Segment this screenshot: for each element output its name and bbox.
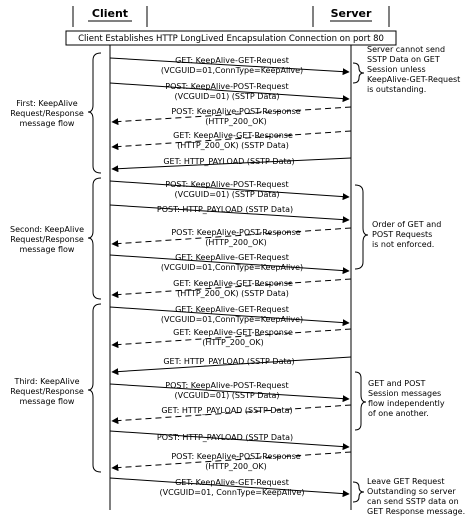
svg-text:Leave GET Request: Leave GET Request xyxy=(367,477,445,486)
message-10: GET: KeepAlive-GET-Response (HTTP_200_OK… xyxy=(111,278,352,299)
message-8: POST: KeepAlive-POST-Response (HTTP_200_… xyxy=(111,227,352,248)
message-5: GET: HTTP_PAYLOAD (SSTP Data) xyxy=(111,157,352,173)
svg-text:First: KeepAlive: First: KeepAlive xyxy=(16,99,77,108)
svg-text:can send SSTP data on: can send SSTP data on xyxy=(367,497,459,506)
svg-text:(HTTP_200_OK): (HTTP_200_OK) xyxy=(205,117,267,126)
note-server-cannot-send: Server cannot send SSTP Data on GET Sess… xyxy=(367,45,460,94)
svg-text:POST: HTTP_PAYLOAD (SSTP Data): POST: HTTP_PAYLOAD (SSTP Data) xyxy=(157,205,293,214)
svg-text:is not enforced.: is not enforced. xyxy=(372,240,434,249)
svg-text:POST: KeepAlive-POST-Request: POST: KeepAlive-POST-Request xyxy=(165,381,288,390)
svg-text:POST: KeepAlive-POST-Response: POST: KeepAlive-POST-Response xyxy=(171,452,300,461)
svg-text:is outstanding.: is outstanding. xyxy=(367,85,426,94)
svg-text:(VCGUID=01,ConnType=KeepAlive): (VCGUID=01,ConnType=KeepAlive) xyxy=(161,263,303,272)
message-17: POST: KeepAlive-POST-Response (HTTP_200_… xyxy=(111,451,352,472)
svg-text:Request/Response: Request/Response xyxy=(10,235,84,244)
message-1: GET: KeepAlive-GET-Request (VCGUID=01,Co… xyxy=(109,56,350,76)
note-brace-3 xyxy=(354,371,367,431)
svg-text:POST: KeepAlive-POST-Request: POST: KeepAlive-POST-Request xyxy=(165,180,288,189)
message-2: POST: KeepAlive-POST-Request (VCGUID=01)… xyxy=(109,82,350,103)
svg-text:GET: KeepAlive-GET-Response: GET: KeepAlive-GET-Response xyxy=(173,279,293,288)
svg-text:GET: KeepAlive-GET-Response: GET: KeepAlive-GET-Response xyxy=(173,328,293,337)
svg-text:(VCGUID=01) (SSTP Data): (VCGUID=01) (SSTP Data) xyxy=(174,391,279,400)
message-6: POST: KeepAlive-POST-Request (VCGUID=01)… xyxy=(109,180,350,201)
note-brace-4 xyxy=(352,481,365,503)
message-9: GET: KeepAlive-GET-Request (VCGUID=01,Co… xyxy=(109,253,350,275)
svg-text:Request/Response: Request/Response xyxy=(10,109,84,118)
svg-text:Second: KeepAlive: Second: KeepAlive xyxy=(10,225,84,234)
svg-text:GET: KeepAlive-GET-Request: GET: KeepAlive-GET-Request xyxy=(175,56,289,65)
svg-text:Outstanding so server: Outstanding so server xyxy=(367,487,456,496)
svg-text:KeepAlive-GET-Request: KeepAlive-GET-Request xyxy=(367,75,460,84)
svg-text:GET Response message.: GET Response message. xyxy=(367,507,465,516)
svg-text:POST: HTTP_PAYLOAD (SSTP Data): POST: HTTP_PAYLOAD (SSTP Data) xyxy=(157,433,293,442)
message-12: GET: KeepAlive-GET-Response (HTTP_200_OK… xyxy=(111,328,352,349)
message-11: GET: KeepAlive-GET-Request (VCGUID=01,Co… xyxy=(109,305,350,327)
svg-text:Request/Response: Request/Response xyxy=(10,387,84,396)
svg-text:message flow: message flow xyxy=(20,245,75,254)
server-header-label: Server xyxy=(331,7,372,20)
note-brace-2 xyxy=(354,184,369,270)
message-7: POST: HTTP_PAYLOAD (SSTP Data) xyxy=(109,204,350,224)
svg-text:message flow: message flow xyxy=(20,119,75,128)
svg-text:GET: HTTP_PAYLOAD (SSTP Data): GET: HTTP_PAYLOAD (SSTP Data) xyxy=(163,357,294,366)
svg-text:GET: KeepAlive-GET-Request: GET: KeepAlive-GET-Request xyxy=(175,253,289,262)
message-14: POST: KeepAlive-POST-Request (VCGUID=01)… xyxy=(109,381,350,403)
svg-text:GET: HTTP_PAYLOAD (SSTP Data): GET: HTTP_PAYLOAD (SSTP Data) xyxy=(161,406,292,415)
flow-brace-third xyxy=(87,303,102,473)
svg-text:GET: KeepAlive-GET-Response: GET: KeepAlive-GET-Response xyxy=(173,131,293,140)
message-18: GET: KeepAlive-GET-Request (VCGUID=01, C… xyxy=(109,477,350,498)
note-leave-get-outstanding: Leave GET Request Outstanding so server … xyxy=(367,477,465,516)
svg-text:Session unless: Session unless xyxy=(367,65,426,74)
svg-text:message flow: message flow xyxy=(20,397,75,406)
svg-text:(HTTP_200_OK): (HTTP_200_OK) xyxy=(205,238,267,247)
svg-text:(VCGUID=01,ConnType=KeepAlive): (VCGUID=01,ConnType=KeepAlive) xyxy=(161,66,303,75)
svg-text:GET and POST: GET and POST xyxy=(368,379,425,388)
message-16: POST: HTTP_PAYLOAD (SSTP Data) xyxy=(109,430,350,451)
svg-text:(VCGUID=01, ConnType=KeepAlive: (VCGUID=01, ConnType=KeepAlive) xyxy=(160,488,305,497)
flow-brace-second xyxy=(87,177,102,300)
flow-label-first: First: KeepAlive Request/Response messag… xyxy=(10,99,84,128)
svg-text:(HTTP_200_OK) (SSTP Data): (HTTP_200_OK) (SSTP Data) xyxy=(177,289,289,298)
svg-text:(HTTP_200_OK): (HTTP_200_OK) xyxy=(205,462,267,471)
flow-brace-first xyxy=(87,52,102,174)
note-order-not-enforced: Order of GET and POST Requests is not en… xyxy=(372,220,441,249)
server-lifeline-header: Server xyxy=(312,6,390,27)
svg-text:of one another.: of one another. xyxy=(368,409,429,418)
client-lifeline-header: Client xyxy=(72,6,148,27)
svg-text:(VCGUID=01) (SSTP Data): (VCGUID=01) (SSTP Data) xyxy=(174,190,279,199)
client-header-label: Client xyxy=(92,7,128,20)
svg-text:Third: KeepAlive: Third: KeepAlive xyxy=(14,377,80,386)
svg-text:POST Requests: POST Requests xyxy=(372,230,432,239)
svg-text:GET: KeepAlive-GET-Request: GET: KeepAlive-GET-Request xyxy=(175,305,289,314)
svg-text:Server cannot send: Server cannot send xyxy=(367,45,445,54)
svg-text:flow independently: flow independently xyxy=(368,399,445,408)
svg-text:(VCGUID=01,ConnType=KeepAlive): (VCGUID=01,ConnType=KeepAlive) xyxy=(161,315,303,324)
connection-banner: Client Establishes HTTP LongLived Encaps… xyxy=(65,30,397,46)
message-3: POST: KeepAlive-POST-Response (HTTP_200_… xyxy=(111,106,352,126)
svg-text:(HTTP_200_OK): (HTTP_200_OK) xyxy=(202,338,264,347)
banner-text: Client Establishes HTTP LongLived Encaps… xyxy=(78,34,384,44)
svg-text:(HTTP_200_OK) (SSTP Data): (HTTP_200_OK) (SSTP Data) xyxy=(177,141,289,150)
svg-text:POST: KeepAlive-POST-Request: POST: KeepAlive-POST-Request xyxy=(165,82,288,91)
svg-text:(VCGUID=01) (SSTP Data): (VCGUID=01) (SSTP Data) xyxy=(174,92,279,101)
note-brace-1 xyxy=(352,62,365,84)
flow-label-third: Third: KeepAlive Request/Response messag… xyxy=(10,377,84,406)
svg-text:POST: KeepAlive-POST-Response: POST: KeepAlive-POST-Response xyxy=(171,107,300,116)
note-independent-flow: GET and POST Session messages flow indep… xyxy=(368,379,445,418)
svg-text:GET: KeepAlive-GET-Request: GET: KeepAlive-GET-Request xyxy=(175,478,289,487)
message-15: GET: HTTP_PAYLOAD (SSTP Data) xyxy=(111,404,352,425)
svg-text:Order of GET and: Order of GET and xyxy=(372,220,441,229)
svg-text:SSTP Data on GET: SSTP Data on GET xyxy=(367,55,440,64)
message-4: GET: KeepAlive-GET-Response (HTTP_200_OK… xyxy=(111,130,352,151)
svg-text:GET: HTTP_PAYLOAD (SSTP Data): GET: HTTP_PAYLOAD (SSTP Data) xyxy=(163,157,294,166)
flow-label-second: Second: KeepAlive Request/Response messa… xyxy=(10,225,84,254)
message-13: GET: HTTP_PAYLOAD (SSTP Data) xyxy=(111,356,352,376)
svg-text:POST: KeepAlive-POST-Response: POST: KeepAlive-POST-Response xyxy=(171,228,300,237)
svg-text:Session messages: Session messages xyxy=(368,389,441,398)
